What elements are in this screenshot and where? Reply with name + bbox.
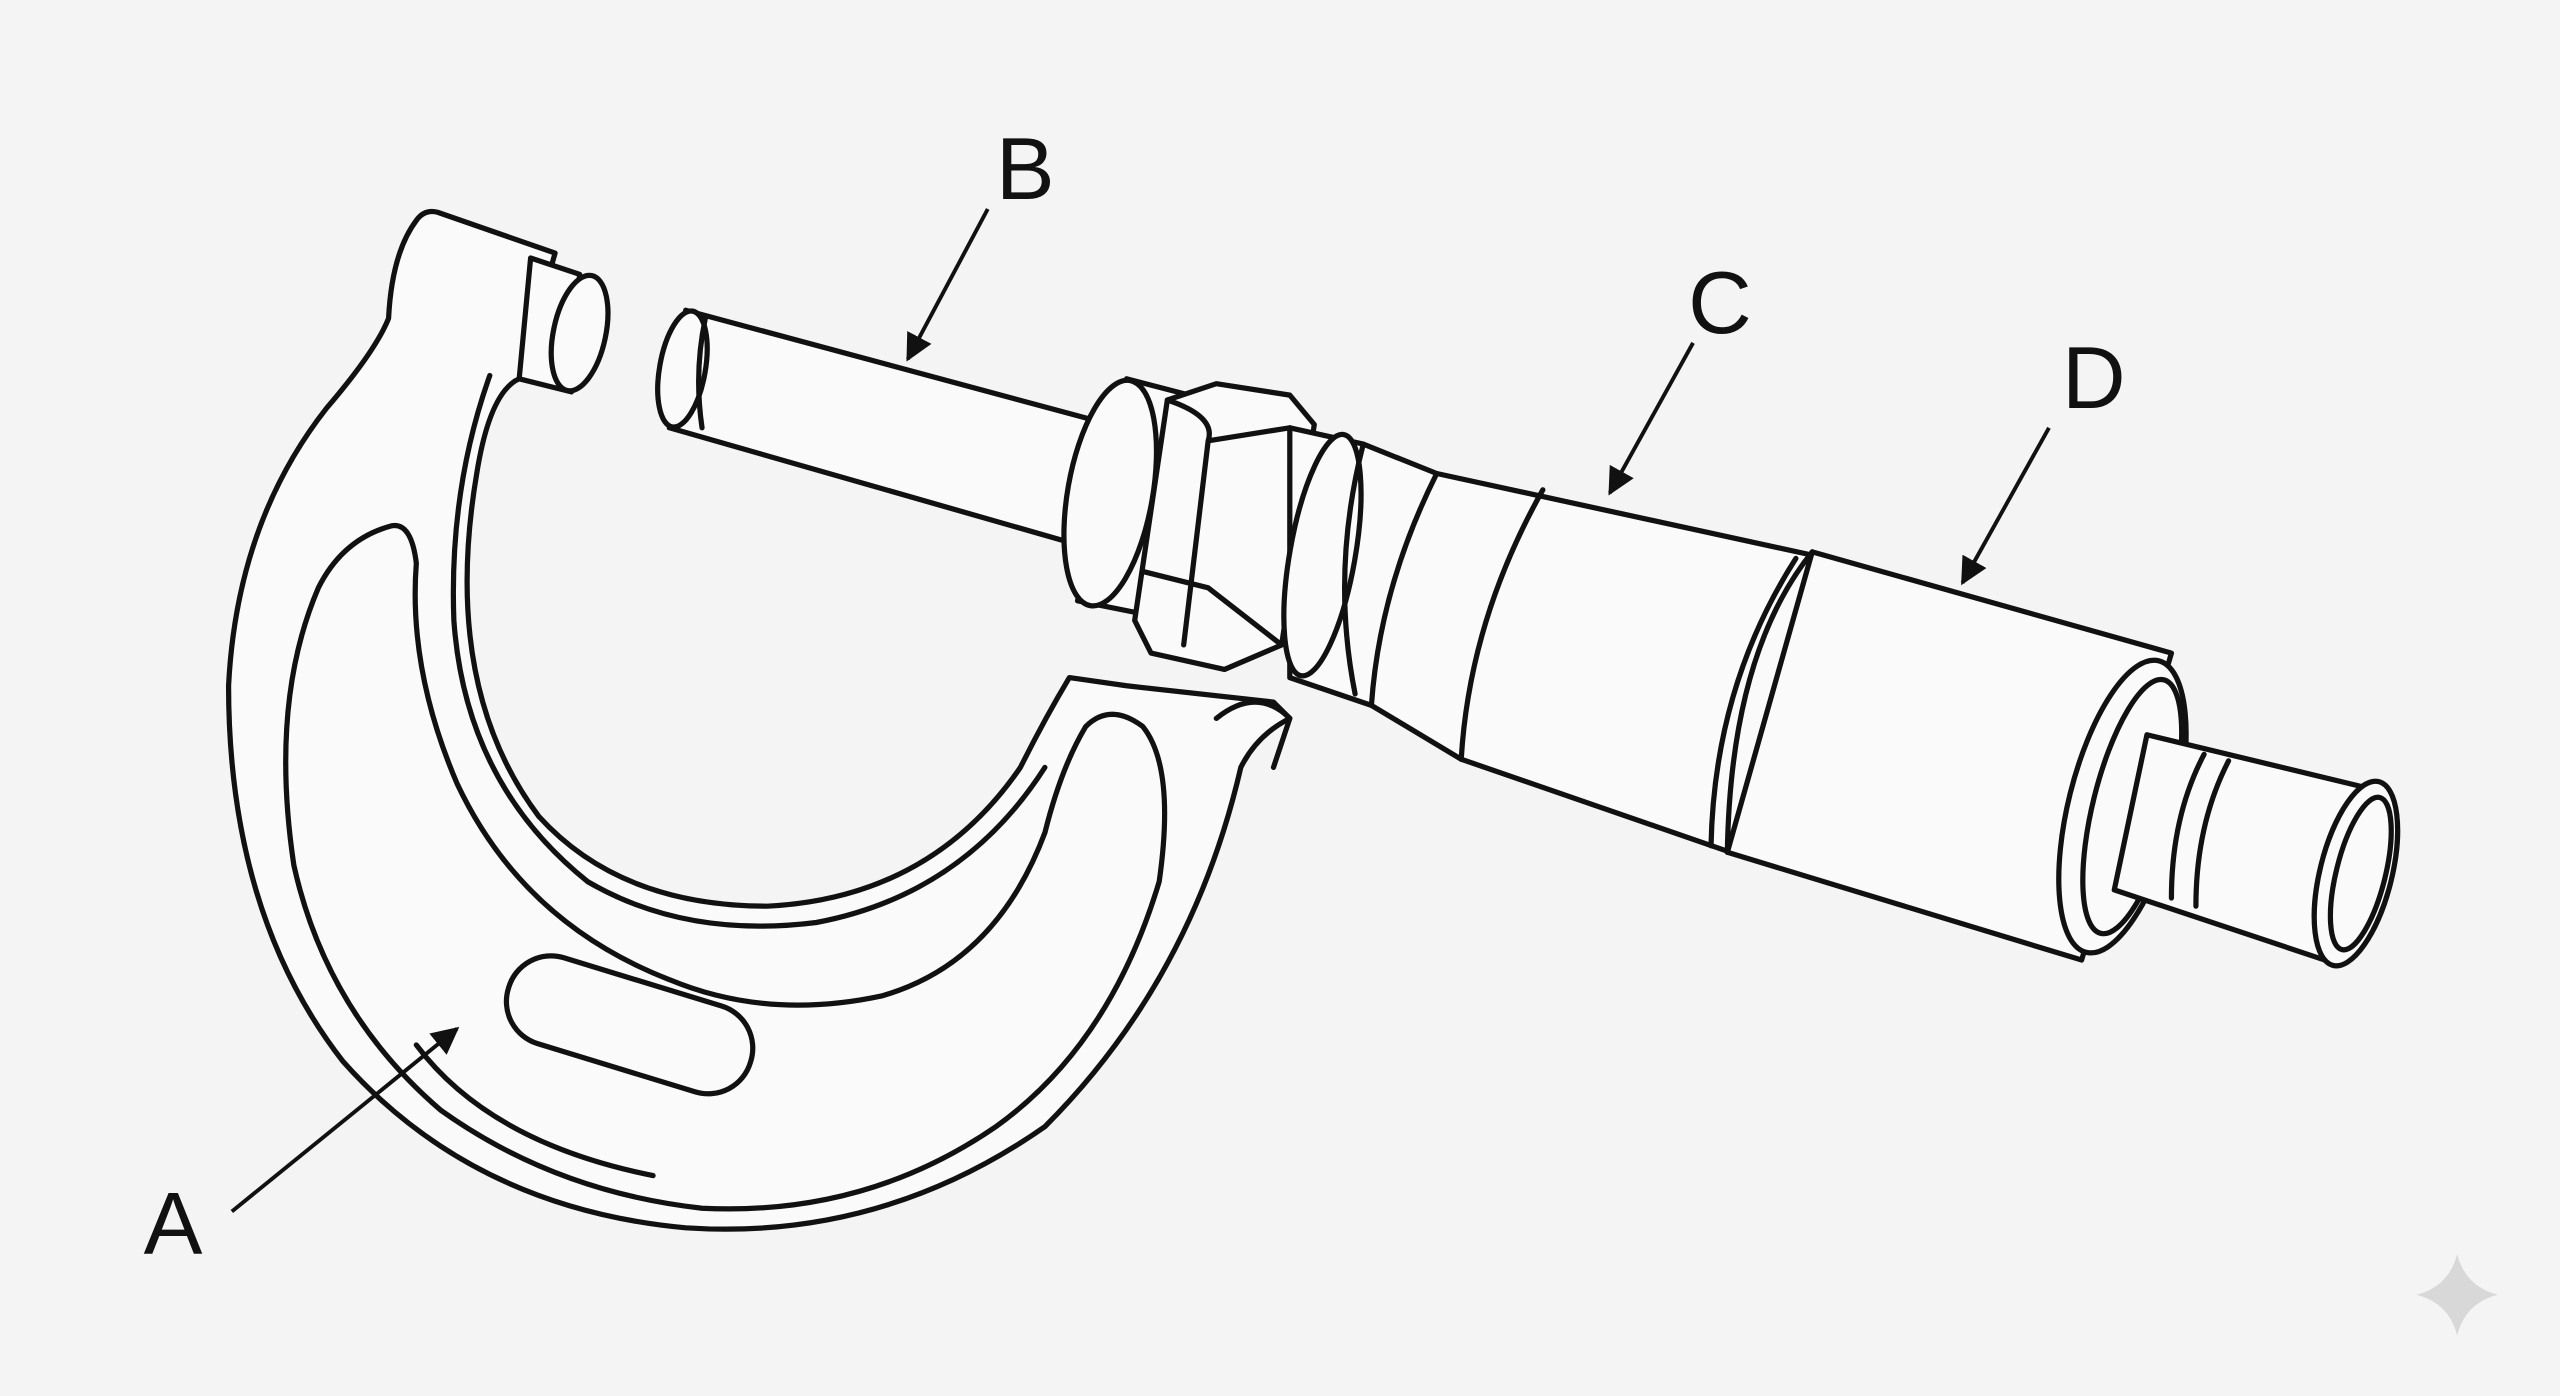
frame-slot [503,953,756,1097]
label-c: C [1688,253,1752,352]
frame [225,208,1293,1232]
lock-nut [1061,376,1317,673]
label-c-group: C [1608,253,1752,496]
label-a-group: A [144,1026,460,1273]
leader-arrow-a [230,1026,460,1214]
label-b: B [996,119,1055,218]
label-a: A [144,1174,203,1273]
leader-arrow-c [1608,341,1695,496]
sparkle-watermark-icon [2416,1253,2498,1336]
leader-arrow-d [1960,426,2051,586]
label-b-group: B [906,119,1055,362]
sleeve [1281,425,1815,855]
label-d-group: D [1960,328,2126,586]
ratchet [2111,732,2401,969]
anvil [516,255,611,395]
leader-arrow-b [906,208,990,362]
label-d: D [2062,328,2126,427]
